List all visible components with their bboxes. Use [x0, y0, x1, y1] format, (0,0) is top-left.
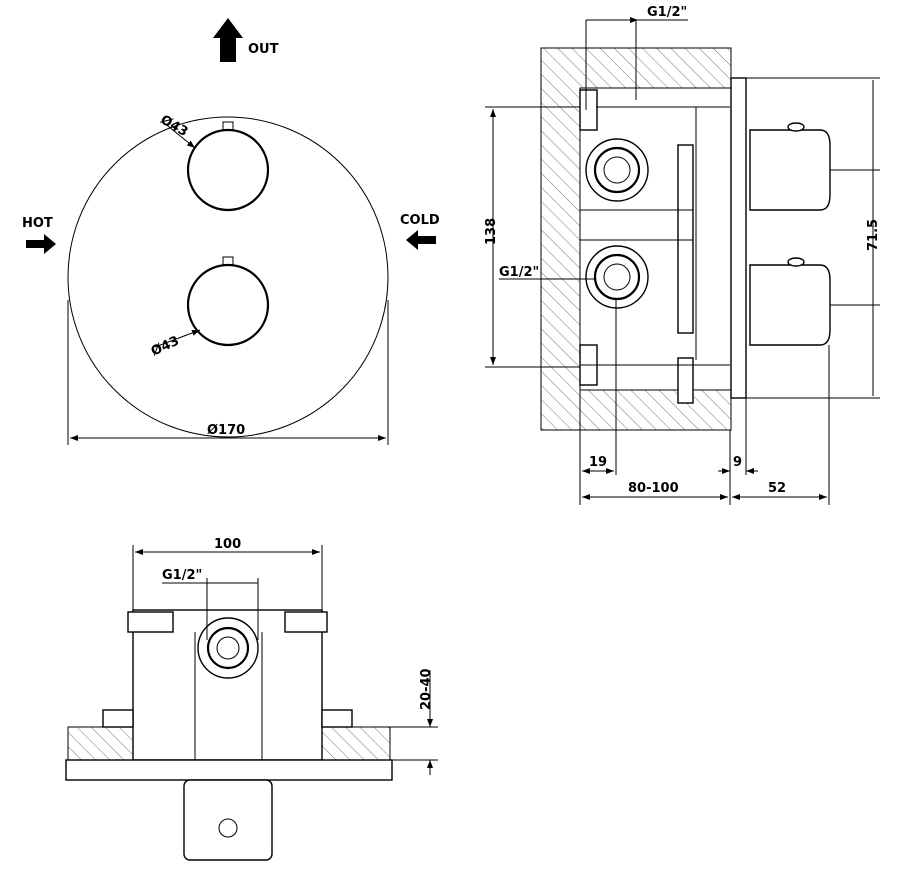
knob-bottom-diameter: Ø43 — [149, 334, 182, 360]
cover-plate — [67, 116, 389, 438]
knob-bottom — [186, 263, 270, 347]
knob-top-marker — [222, 121, 234, 131]
width-dim: 100 — [214, 537, 241, 552]
thread-left-label: G1/2" — [499, 265, 539, 280]
side-view: G1/2" G1/2" 138 71.5 19 9 80-100 52 — [484, 5, 881, 505]
hot-arrow-icon — [26, 234, 56, 254]
knob-top — [186, 128, 270, 212]
depth-dim: 80-100 — [628, 481, 679, 496]
hot-label: HOT — [22, 216, 53, 231]
knob-top-diameter: Ø43 — [158, 112, 191, 140]
thread-bottom-label: G1/2" — [162, 568, 202, 583]
wall-thickness-dim: 20-40 — [419, 668, 434, 710]
out-arrow-icon — [213, 18, 243, 62]
height-dim: 138 — [484, 218, 499, 245]
thread-top-label: G1/2" — [647, 5, 687, 20]
knob-spacing-dim: 71.5 — [866, 219, 881, 251]
cold-label: COLD — [400, 213, 440, 228]
projection-dim: 52 — [768, 481, 786, 496]
offset-dim: 19 — [589, 455, 607, 470]
cover-plate-side — [730, 77, 747, 399]
inlet-bottom-view — [197, 617, 259, 679]
front-view: OUT HOT COLD Ø43 Ø43 Ø170 — [22, 18, 440, 445]
bottom-view: 100 G1/2" 20-40 — [65, 537, 438, 861]
out-label: OUT — [248, 42, 279, 57]
plate-dim: 9 — [733, 455, 742, 470]
knob-bottom-marker — [222, 256, 234, 266]
cold-arrow-icon — [406, 230, 436, 250]
box-cavity — [579, 87, 732, 391]
plate-diameter-dim: Ø170 — [207, 423, 245, 438]
knob-bottom-view — [183, 779, 273, 861]
cover-plate-bottom — [65, 759, 393, 781]
knob-side-top — [749, 129, 831, 211]
knob-side-bottom — [749, 264, 831, 346]
